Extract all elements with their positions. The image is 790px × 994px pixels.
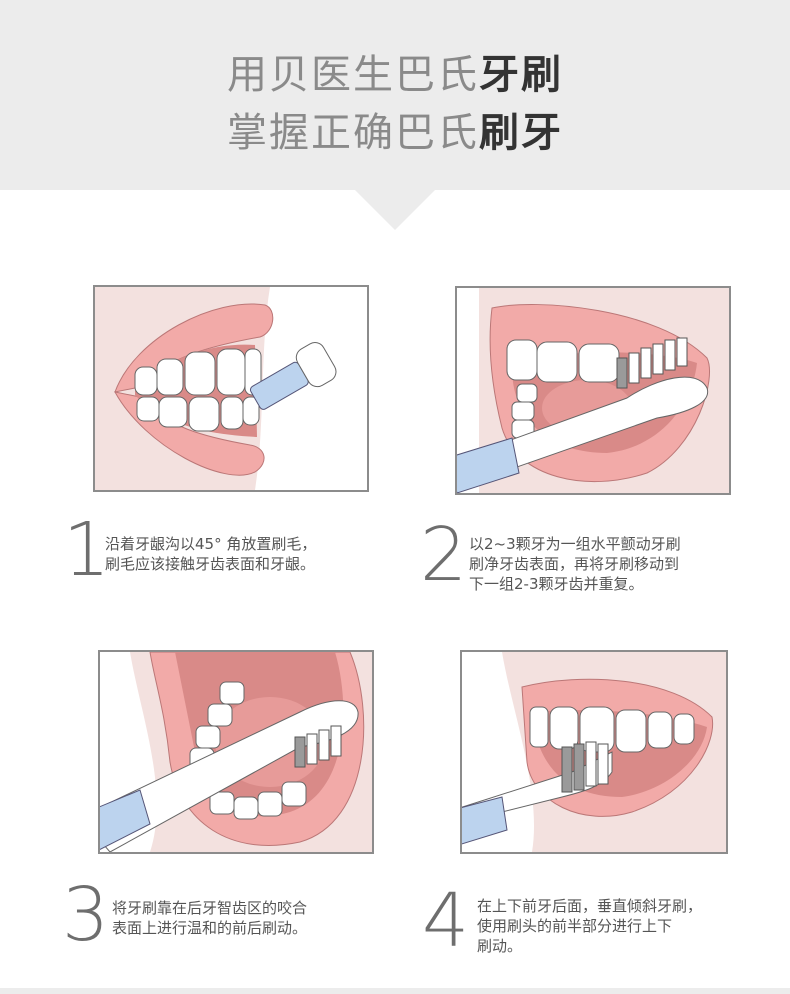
- step-3-line-1: 将牙刷靠在后牙智齿区的咬合: [112, 899, 308, 917]
- title-2-emphasis: 刷牙: [479, 110, 563, 156]
- step-4-line-3: 刷动。: [477, 937, 523, 955]
- step-2-number: 2: [420, 512, 468, 598]
- title-line-2: 掌握正确巴氏刷牙: [0, 100, 790, 158]
- step-4-description: 在上下前牙后面，垂直倾斜牙刷， 使用刷头的前半部分进行上下 刷动。: [477, 896, 727, 956]
- step-1-line-2: 刷毛应该接触牙齿表面和牙龈。: [105, 555, 316, 573]
- title-line-1: 用贝医生巴氏牙刷: [0, 42, 790, 100]
- mouth-horizontal-brush-icon: [457, 288, 729, 493]
- step-4-number: 4: [422, 878, 470, 964]
- step-2-line-1: 以2~3颗牙为一组水平颤动牙刷: [469, 535, 681, 553]
- illustration-step-3: [98, 650, 374, 854]
- illustration-step-2: [455, 286, 731, 495]
- mouth-molar-brush-icon: [100, 652, 372, 852]
- title-1-normal: 用贝医生巴氏: [227, 52, 479, 98]
- mouth-front-vertical-brush-icon: [462, 652, 726, 852]
- title-2-normal: 掌握正确巴氏: [227, 110, 479, 156]
- step-3-description: 将牙刷靠在后牙智齿区的咬合 表面上进行温和的前后刷动。: [112, 898, 362, 938]
- step-2-description: 以2~3颗牙为一组水平颤动牙刷 刷净牙齿表面，再将牙刷移动到 下一组2-3颗牙齿…: [469, 534, 719, 594]
- title-1-emphasis: 牙刷: [479, 52, 563, 98]
- footer-divider: [0, 988, 790, 994]
- step-3-line-2: 表面上进行温和的前后刷动。: [112, 919, 308, 937]
- step-2-line-2: 刷净牙齿表面，再将牙刷移动到: [469, 555, 680, 573]
- header-pointer-arrow: [355, 190, 435, 230]
- mouth-45-degree-icon: [95, 287, 337, 490]
- step-2-line-3: 下一组2-3颗牙齿并重复。: [469, 575, 644, 593]
- step-4-line-1: 在上下前牙后面，垂直倾斜牙刷，: [477, 897, 703, 915]
- step-3-number: 3: [62, 872, 110, 958]
- illustration-step-4: [460, 650, 728, 854]
- step-4-line-2: 使用刷头的前半部分进行上下: [477, 917, 673, 935]
- step-1-line-1: 沿着牙龈沟以45° 角放置刷毛，: [105, 535, 317, 553]
- header-banner: 用贝医生巴氏牙刷 掌握正确巴氏刷牙: [0, 0, 790, 190]
- step-1-number: 1: [63, 507, 111, 593]
- illustration-step-1: [93, 285, 369, 492]
- step-1-description: 沿着牙龈沟以45° 角放置刷毛， 刷毛应该接触牙齿表面和牙龈。: [105, 534, 355, 574]
